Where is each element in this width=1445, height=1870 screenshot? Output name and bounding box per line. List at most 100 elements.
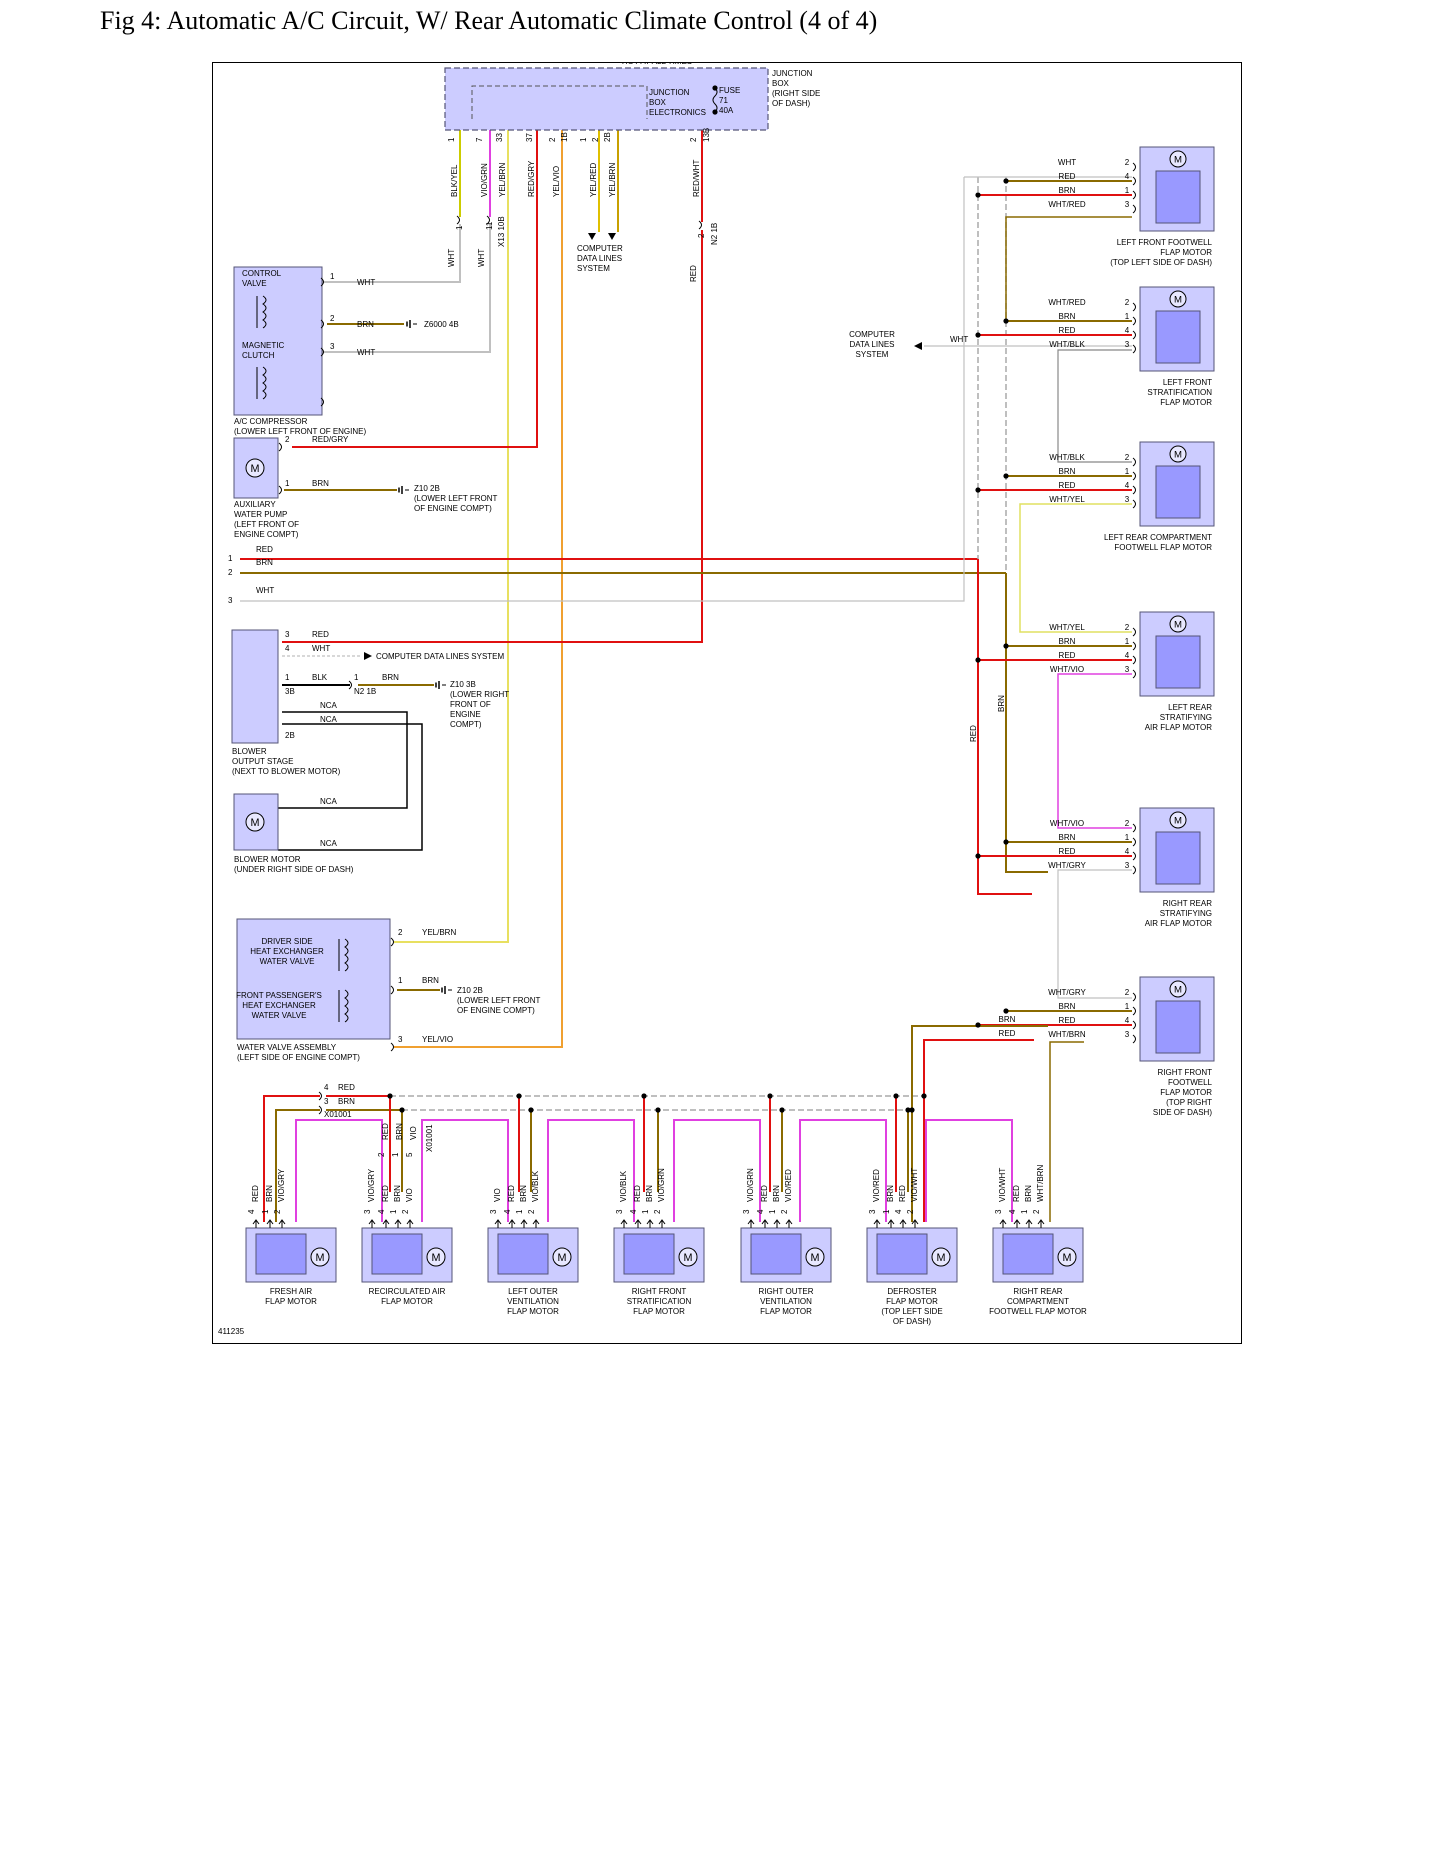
pin-number: 2B	[285, 731, 295, 740]
splice-dot	[767, 1093, 773, 1099]
wire-wht-vio-chain	[1057, 673, 1132, 829]
connector-icon	[278, 485, 282, 495]
pin-number: 5	[405, 1152, 414, 1157]
right-flap-motor-label: FLAP MOTOR	[1160, 248, 1212, 257]
wire-label: VIO/GRN	[480, 163, 489, 197]
connector-icon	[1132, 1006, 1136, 1016]
control-valve-label: CONTROL	[242, 269, 282, 278]
flap-motor-label: RIGHT OUTER	[759, 1287, 814, 1296]
pin-number: 3	[1125, 861, 1130, 870]
connector-icon	[698, 220, 702, 230]
auxiliary-water-pump-label: (LEFT FRONT OF	[234, 520, 299, 529]
blower-ground-label: COMPT)	[450, 720, 482, 729]
pin-number: 4	[324, 1083, 329, 1092]
connector-icon	[1132, 176, 1136, 186]
right-flap-motor-label: AIR FLAP MOTOR	[1145, 723, 1212, 732]
pin-number: 1	[455, 225, 464, 230]
junction-box-label: (RIGHT SIDE	[772, 89, 820, 98]
connector-icon	[318, 1091, 322, 1101]
wire-label: BRN	[395, 1123, 404, 1140]
flap-motor-label: FOOTWELL FLAP MOTOR	[989, 1307, 1087, 1316]
arrow-icon	[914, 342, 922, 350]
flap-motor-label: VENTILATION	[760, 1297, 812, 1306]
connector-icon	[1132, 302, 1136, 312]
motor-icon: M	[678, 1247, 698, 1267]
wire-label: VIO/WHT	[998, 1168, 1007, 1202]
right-flap-motor-label: LEFT REAR	[1168, 703, 1212, 712]
wire-label: RED	[969, 725, 978, 742]
wire-label: NCA	[320, 715, 338, 724]
ground-icon	[435, 681, 446, 689]
wire-wht-red-chain	[1005, 216, 1132, 322]
right-flap-motor-label: LEFT FRONT FOOTWELL	[1117, 238, 1213, 247]
flap-motor-label: FLAP MOTOR	[381, 1297, 433, 1306]
pin-number: 2	[548, 137, 557, 142]
auxiliary-water-pump-label: ENGINE COMPT)	[234, 530, 299, 539]
wire-label: RED	[381, 1185, 390, 1202]
wire-yel-brn-valve	[394, 130, 509, 943]
wire-label: BRN	[1059, 186, 1076, 195]
splice-dot	[712, 109, 718, 115]
pin-number: 2	[1125, 988, 1130, 997]
splice-dot	[975, 853, 981, 859]
flap-motor-inner-6	[1002, 1233, 1054, 1275]
flap-motor-label: VENTILATION	[507, 1297, 559, 1306]
wire-label: VIO/GRN	[746, 1168, 755, 1202]
coil-path	[262, 295, 267, 329]
pin-number: 4	[1008, 1209, 1017, 1214]
wire-label: RED	[1059, 847, 1076, 856]
wire-label: WHT	[256, 586, 274, 595]
passenger-valve-label: HEAT EXCHANGER	[242, 1001, 316, 1010]
wire-label: YEL/VIO	[552, 166, 561, 197]
connector-icon	[1132, 330, 1136, 340]
splice-dot	[1003, 178, 1009, 184]
wire-label: WHT/BLK	[1049, 340, 1085, 349]
splice-dot	[1003, 839, 1009, 845]
pin-number: 1	[389, 1209, 398, 1214]
flap-motor-label: FLAP MOTOR	[507, 1307, 559, 1316]
connector-icon	[1132, 485, 1136, 495]
motor-icon: M	[245, 812, 265, 832]
flap-motor-inner-1	[371, 1233, 423, 1275]
diagram-id: 411235	[218, 1327, 245, 1336]
ac-compressor	[233, 266, 323, 416]
connector-icon	[390, 937, 394, 947]
connector-icon	[1132, 865, 1136, 875]
wire-label: VIO/RED	[872, 1169, 881, 1202]
connector-icon	[1132, 655, 1136, 665]
wire-label: RED/WHT	[692, 160, 701, 197]
coil-path	[344, 938, 349, 972]
junction-box-label: BOX	[772, 79, 790, 88]
motor-letter: M	[684, 1252, 693, 1264]
wire-label: BRN	[382, 673, 399, 682]
arrow-icon	[588, 233, 596, 240]
wire-label: WHT/YEL	[1049, 495, 1085, 504]
wire-label: BLK/YEL	[450, 164, 459, 197]
bus-number: 1	[228, 554, 233, 563]
wire-label: RED/GRY	[312, 435, 349, 444]
right-flap-motor-label: FLAP MOTOR	[1160, 1088, 1212, 1097]
pin-number: 3	[1125, 200, 1130, 209]
splice-dot	[779, 1107, 785, 1113]
connector-icon	[1132, 457, 1136, 467]
driver-valve-label: DRIVER SIDE	[261, 937, 312, 946]
hot-at-all-times: HOT AT ALL TIMES	[622, 62, 692, 66]
connector-icon	[318, 1105, 322, 1115]
wire-label: BRN	[999, 1015, 1016, 1024]
motor-letter: M	[558, 1252, 567, 1264]
pin-number: 2	[273, 1209, 282, 1214]
pin-number: 2	[689, 137, 698, 142]
passenger-valve-label: FRONT PASSENGER'S	[236, 991, 322, 1000]
wire-label: WHT/GRY	[1048, 988, 1086, 997]
motor-circle	[1169, 290, 1187, 308]
computer-data-lines-label: COMPUTER DATA LINES SYSTEM	[376, 652, 505, 661]
passenger-valve-label: WATER VALVE	[252, 1011, 307, 1020]
wire-label: NCA	[320, 797, 338, 806]
pin-number: 2	[401, 1209, 410, 1214]
pin-number: 1	[641, 1209, 650, 1214]
splice-dot	[975, 487, 981, 493]
wire-label: BRN	[338, 1097, 355, 1106]
pin-number: 3	[285, 630, 290, 639]
pin-number: 3	[398, 1035, 403, 1044]
pin-number: 3	[1125, 1030, 1130, 1039]
